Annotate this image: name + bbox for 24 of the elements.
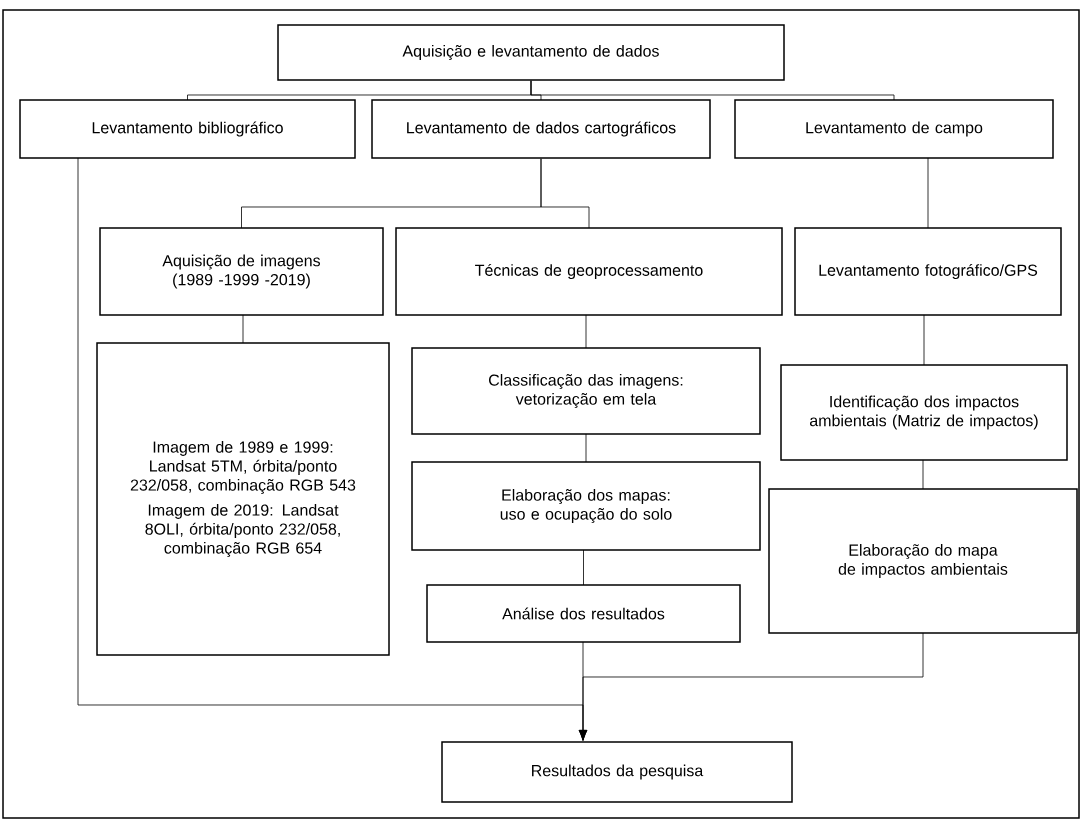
process-box: Elaboração dos mapas: uso e ocupação do solo xyxy=(411,461,761,551)
connector xyxy=(927,157,929,229)
connector xyxy=(923,314,925,366)
process-box: Técnicas de geoprocessamento xyxy=(395,227,783,316)
connector xyxy=(585,433,587,463)
process-box: Análise dos resultados xyxy=(426,584,741,643)
connector xyxy=(585,314,587,349)
process-box: Levantamento fotográfico/GPS xyxy=(794,227,1062,316)
process-box: Aquisição e levantamento de dados xyxy=(277,24,785,81)
connector xyxy=(583,549,584,586)
connector xyxy=(77,157,588,741)
process-box: Aquisição de imagens (1989 -1999 -2019) xyxy=(99,227,384,316)
connector xyxy=(922,459,924,490)
connector xyxy=(530,80,895,101)
process-box: Classificação das imagens: vetorização em tela xyxy=(411,347,761,435)
process-box: Levantamento bibliográfico xyxy=(19,99,356,159)
process-box: Elaboração do mapa de impactos ambientais xyxy=(768,488,1078,634)
process-box: Resultados da pesquisa xyxy=(441,741,793,803)
process-box: Levantamento de campo xyxy=(734,99,1054,159)
connector xyxy=(540,158,590,229)
process-box: Identificação dos impactos ambientais (Matriz de impactos) xyxy=(780,364,1068,461)
connector xyxy=(242,314,244,344)
process-box: Imagem de 1989 e 1999: Landsat 5TM, órbita/ponto 232/058, combinação RGB 543 Imagem de 2019: Landsat 8OLI, órbita/ponto 232/058, combinação RGB 654 xyxy=(96,342,390,656)
process-box: Levantamento de dados cartográficos xyxy=(371,99,711,159)
